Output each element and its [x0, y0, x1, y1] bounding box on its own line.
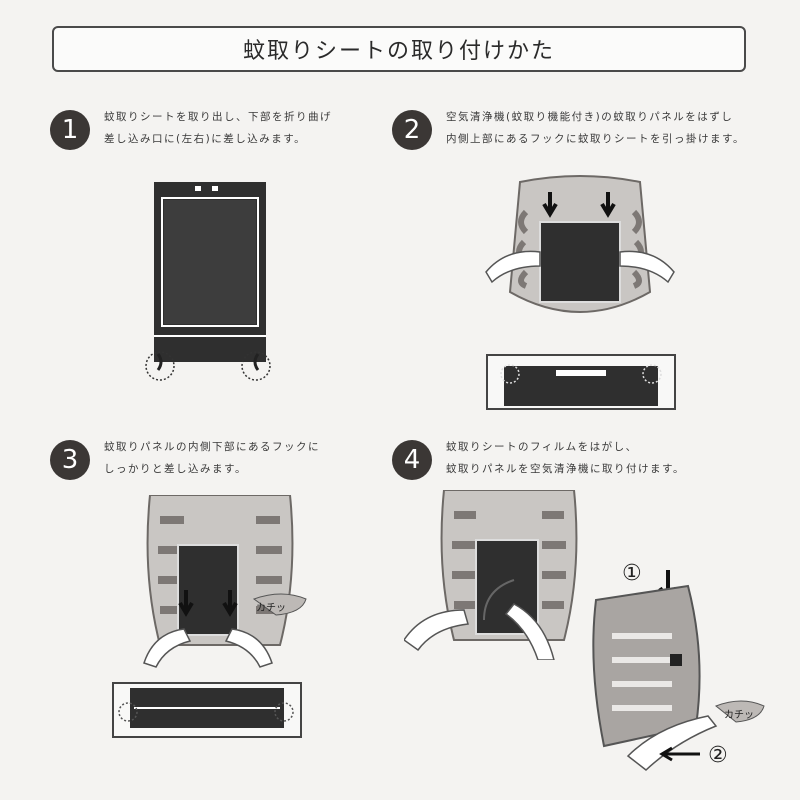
step-4-line-1: 蚊取りシートのフィルムをはがし、 [446, 441, 638, 453]
step-4-text: 蚊取りシートのフィルムをはがし、 蚊取りパネルを空気清浄機に取り付けます。 [446, 436, 685, 480]
hand-right-icon [224, 628, 273, 668]
step-4-number: 4 [392, 440, 432, 480]
step-1-line-2: 差し込み口に(左右)に差し込みます。 [104, 133, 307, 145]
step-marker-2: ② [708, 743, 728, 768]
step-1-number: 1 [50, 110, 90, 150]
fold-arrow-left-icon [156, 353, 163, 371]
insert-point-left-icon [145, 351, 175, 381]
sensor-window [670, 654, 682, 666]
step-2-line-2: 内側上部にあるフックに蚊取りシートを引っ掛けます。 [446, 133, 745, 145]
step-4-install-illustration: ① カチッ ② [592, 561, 765, 771]
step-3-number: 3 [50, 440, 90, 480]
step-3-line-1: 蚊取りパネルの内側下部にあるフックに [104, 441, 320, 453]
fold-arrow-right-icon [253, 353, 260, 371]
sheet-hole-right [212, 186, 218, 191]
hand-left-icon [143, 628, 192, 668]
step-3-panel-illustration: カチッ [143, 495, 307, 668]
detail-hook-slot [556, 370, 606, 376]
step-1-sheet-illustration [145, 182, 271, 381]
hand-left-icon [404, 609, 469, 652]
film-peel-arrow-icon [483, 579, 515, 621]
sheet-mesh [164, 200, 256, 324]
click-burst-icon [252, 593, 307, 616]
detail-hook-right-icon [274, 702, 294, 722]
hand-left-icon [485, 250, 541, 284]
detail-hook-right-icon [642, 364, 662, 384]
step-2-detail-illustration [486, 354, 676, 410]
step-2-line-1: 空気清浄機(蚊取り機能付き)の蚊取りパネルをはずし [446, 111, 734, 123]
hand-right-icon [504, 603, 555, 660]
step-1-line-1: 蚊取りシートを取り出し、下部を折り曲げ [104, 111, 332, 123]
insert-point-right-icon [241, 351, 271, 381]
step-1-text: 蚊取りシートを取り出し、下部を折り曲げ 差し込み口に(左右)に差し込みます。 [104, 106, 332, 150]
hand-icon [626, 715, 718, 771]
step-2-number: 2 [392, 110, 432, 150]
sheet-hole-left [195, 186, 201, 191]
detail-hook-left-icon [500, 364, 520, 384]
sheet-in-panel [539, 221, 621, 303]
down-arrow-right-icon [600, 192, 616, 218]
click-burst-icon [715, 700, 765, 723]
page-title: 蚊取りシートの取り付けかた [52, 26, 746, 72]
click-label: カチッ [724, 709, 754, 721]
step-2-text: 空気清浄機(蚊取り機能付き)の蚊取りパネルをはずし 内側上部にあるフックに蚊取り… [446, 106, 745, 150]
step-marker-1: ① [622, 561, 642, 586]
step-4-line-2: 蚊取りパネルを空気清浄機に取り付けます。 [446, 463, 685, 475]
hand-right-icon [619, 250, 675, 284]
step-3-line-2: しっかりと差し込みます。 [104, 463, 247, 475]
step-3-text: 蚊取りパネルの内側下部にあるフックに しっかりと差し込みます。 [104, 436, 320, 480]
down-arrow-right-icon [222, 590, 238, 617]
down-arrow-left-icon [542, 192, 558, 218]
step-4-panel-illustration [404, 490, 578, 660]
click-label: カチッ [256, 602, 286, 614]
step-3-detail-illustration [112, 682, 302, 738]
left-arrow-icon [659, 746, 700, 762]
step-2-panel-illustration [485, 175, 675, 313]
down-arrow-left-icon [178, 590, 194, 617]
sheet-border [161, 197, 259, 327]
detail-hook-left-icon [118, 702, 138, 722]
